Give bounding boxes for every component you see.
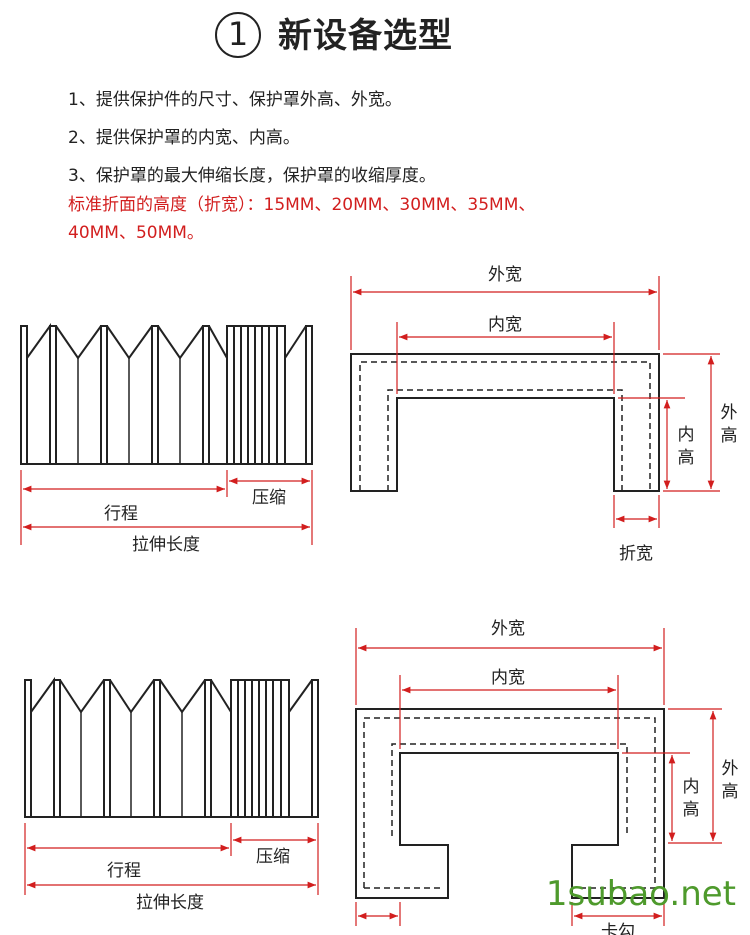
svg-text:高: 高	[678, 448, 695, 468]
cross-section-inner-dashed-bottom	[363, 717, 656, 889]
outer-width-label-top: 外宽	[488, 265, 522, 285]
requirement-line-1: 1、提供保护件的尺寸、保护罩外高、外宽。	[68, 90, 402, 110]
svg-text:内: 内	[678, 425, 695, 445]
stroke-label-top: 行程	[104, 504, 138, 524]
cross-section-bottom	[355, 708, 665, 899]
inner-height-label-top: 内 高	[678, 425, 695, 468]
compress-label-top: 压缩	[252, 488, 286, 508]
bellows-dimensions-bottom	[24, 823, 319, 895]
fold-height-note-line-1: 标准折面的高度（折宽）：15MM、20MM、30MM、35MM、	[68, 195, 536, 215]
requirement-line-3: 3、保护罩的最大伸缩长度，保护罩的收缩厚度。	[68, 166, 436, 186]
section-title: 新设备选型	[278, 16, 453, 56]
svg-text:高: 高	[683, 800, 700, 820]
fold-width-label-top: 折宽	[619, 544, 653, 564]
inner-height-label-bottom: 内 高	[683, 777, 700, 820]
svg-text:外: 外	[721, 403, 738, 423]
bellows-side-view-top	[20, 322, 313, 465]
requirement-line-2: 2、提供保护罩的内宽、内高。	[68, 128, 300, 148]
stroke-label-bottom: 行程	[107, 861, 141, 881]
bellows-side-view-bottom	[24, 676, 319, 818]
svg-text:内: 内	[683, 777, 700, 797]
compress-label-bottom: 压缩	[256, 847, 290, 867]
section-number-badge: 1	[215, 12, 261, 58]
cross-section-dimensions-bottom	[355, 628, 722, 926]
inner-width-label-bottom: 内宽	[491, 668, 525, 688]
section-header: 1 新设备选型	[0, 0, 750, 80]
cross-section-dimensions-top	[350, 276, 720, 528]
hook-label-bottom: 卡勾	[601, 922, 635, 935]
total-length-label-bottom: 拉伸长度	[136, 893, 204, 913]
bellows-dimensions-top	[20, 470, 313, 545]
total-length-label-top: 拉伸长度	[132, 535, 200, 555]
cross-section-inner-dashed-top	[359, 361, 651, 491]
outer-height-label-top: 外 高	[721, 403, 738, 446]
fold-height-note-line-2: 40MM、50MM。	[68, 223, 204, 243]
svg-text:高: 高	[722, 782, 739, 802]
inner-width-label-top: 内宽	[488, 315, 522, 335]
outer-height-label-bottom: 外 高	[722, 759, 739, 802]
svg-text:外: 外	[722, 759, 739, 779]
svg-text:高: 高	[721, 426, 738, 446]
watermark: 1subao.net	[545, 874, 736, 914]
cross-section-top	[350, 353, 660, 492]
outer-width-label-bottom: 外宽	[491, 619, 525, 639]
